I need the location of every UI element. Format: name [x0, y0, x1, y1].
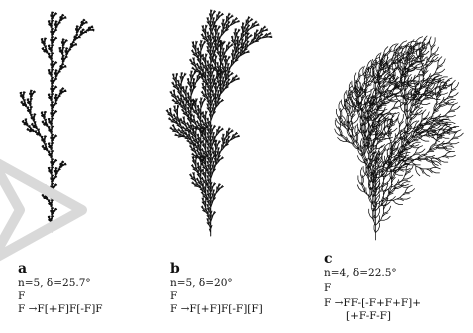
plant-c: [335, 36, 464, 240]
panel-c-rule: F →FF-[-F+F+F]+: [324, 298, 421, 309]
panel-a-params: n=5, δ=25.7°: [18, 278, 91, 289]
panel-b-params: n=5, δ=20°: [170, 278, 233, 289]
panel-c-params: n=4, δ=22.5°: [324, 268, 397, 279]
panel-b-letter: b: [170, 262, 180, 276]
panel-a-axiom: F: [18, 291, 25, 302]
panel-a-letter: a: [18, 262, 27, 276]
panel-b-axiom: F: [170, 291, 177, 302]
plant-branches-a: [20, 12, 94, 232]
panel-c-rule-continued: [+F-F-F]: [346, 311, 391, 322]
panel-c-axiom: F: [324, 283, 331, 294]
plant-branches-c: [335, 36, 464, 240]
panel-b-rule: F →F[+F]F[-F][F]: [170, 304, 263, 315]
plant-branches-b: [166, 10, 272, 236]
plant-a: [20, 12, 94, 232]
plant-b: [166, 10, 272, 236]
panel-a-rule: F →F[+F]F[-F]F: [18, 304, 103, 315]
panel-c-letter: c: [324, 252, 333, 266]
